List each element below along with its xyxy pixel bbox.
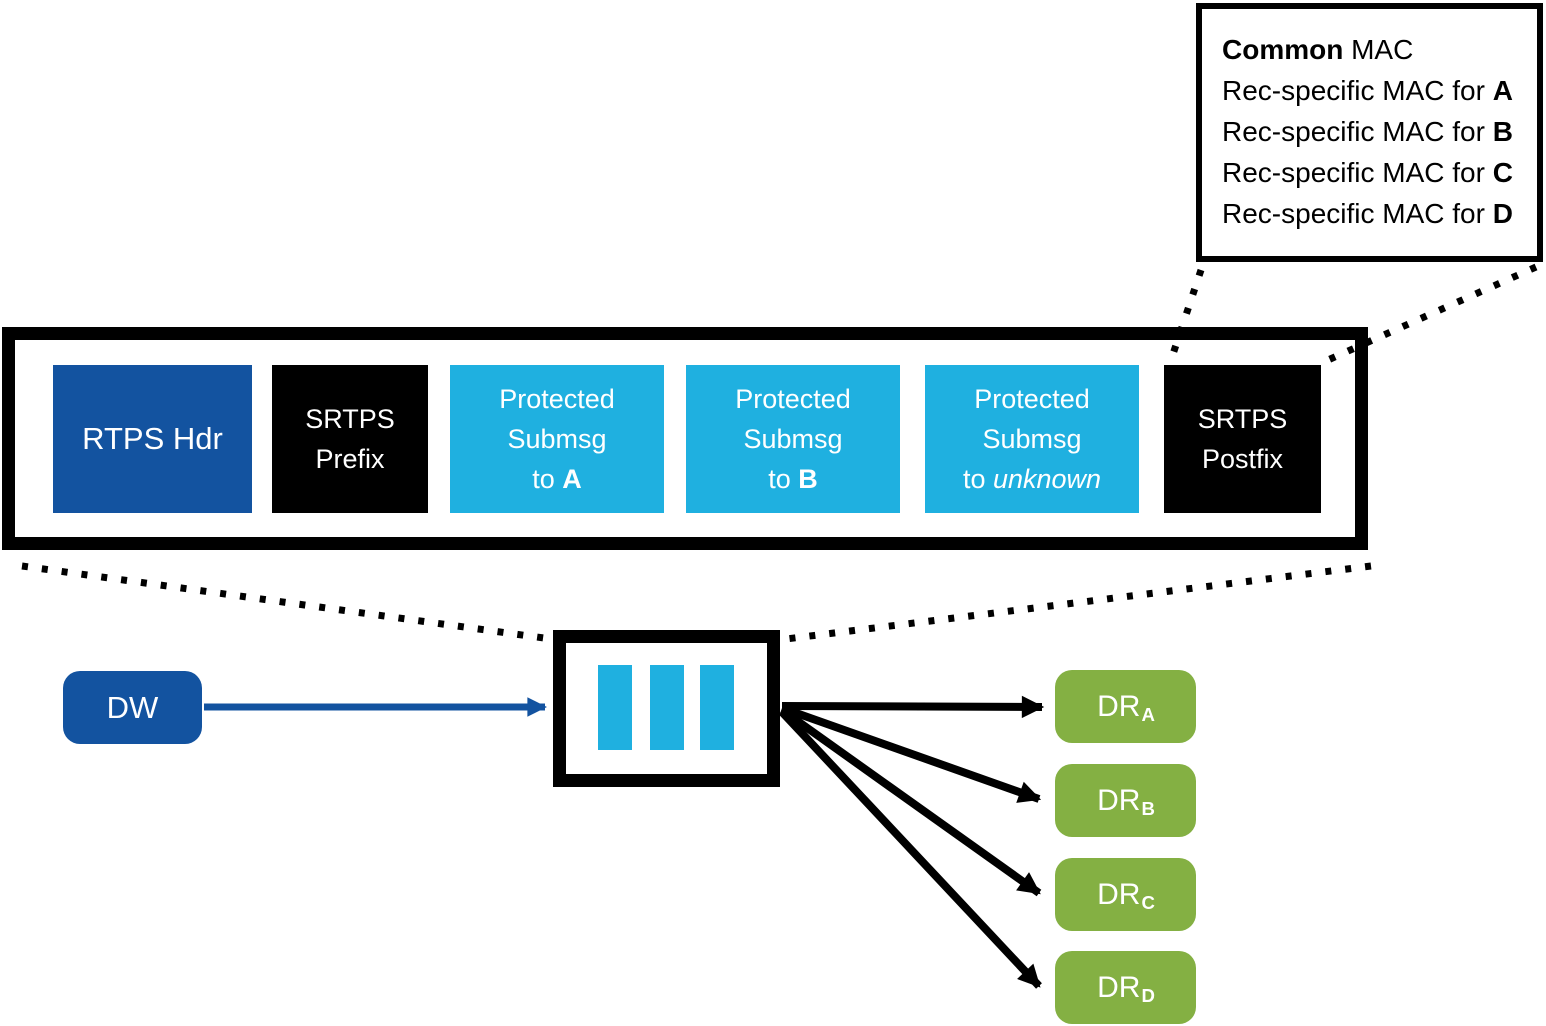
packet-box-rtps-hdr: RTPS Hdr	[53, 365, 252, 513]
protected-b-line2: Submsg	[743, 424, 843, 454]
srtps-postfix-line1: SRTPS	[1197, 404, 1288, 434]
srtps-postfix-line2: Postfix	[1201, 444, 1284, 474]
wire-message-box	[553, 630, 780, 787]
callout-item-b: Rec-specific MAC for B	[1222, 116, 1513, 147]
callout-item-c: Rec-specific MAC for C	[1222, 157, 1513, 188]
connector-message-to-dr-c-arrow	[779, 706, 1042, 897]
protected-a-line1: Protected	[499, 384, 615, 414]
callout-title-line: Common MAC	[1222, 29, 1531, 70]
dr-d-label: DRD	[1097, 970, 1155, 1007]
submsg-bar-icon	[650, 665, 684, 750]
protected-unknown-line2: Submsg	[982, 424, 1082, 454]
callout-item-a: Rec-specific MAC for A	[1222, 75, 1513, 106]
protected-b-to: to	[768, 464, 799, 494]
dotted-connector-frame-right	[785, 562, 1372, 643]
connector-message-to-dr-b-arrow	[780, 704, 1042, 803]
protected-unknown-line1: Protected	[974, 384, 1090, 414]
data-reader-a-box: DRA	[1055, 670, 1196, 743]
data-reader-c-box: DRC	[1055, 858, 1196, 931]
protected-a-line2: Submsg	[507, 424, 607, 454]
connector-message-to-dr-d-arrow	[779, 709, 1042, 989]
dotted-connector-frame-left	[21, 562, 552, 643]
data-reader-d-box: DRD	[1055, 951, 1196, 1024]
protected-unknown-to: to	[962, 464, 993, 494]
data-writer-box: DW	[63, 671, 202, 744]
packet-box-srtps-postfix: SRTPS Postfix	[1164, 365, 1321, 513]
connector-message-to-dr-a-arrow	[781, 695, 1045, 719]
callout-title-rest: MAC	[1343, 34, 1414, 65]
dotted-connector-callout-right	[1326, 263, 1538, 364]
packet-box-protected-submsg-unknown: Protected Submsg to unknown	[925, 365, 1139, 513]
srtps-prefix-line1: SRTPS	[305, 404, 395, 434]
mac-annotation-callout: Common MAC Rec-specific MAC for A Rec-sp…	[1196, 3, 1543, 262]
data-reader-b-box: DRB	[1055, 764, 1196, 837]
protected-a-recipient: A	[562, 464, 582, 494]
dr-a-label: DRA	[1097, 689, 1155, 726]
dr-b-label: DRB	[1097, 783, 1155, 820]
dw-label: DW	[106, 689, 159, 725]
submessage-bars-icon	[566, 643, 767, 774]
submsg-bar-icon	[700, 665, 734, 750]
callout-title-bold: Common	[1222, 34, 1344, 65]
dotted-connector-callout-left	[1168, 268, 1205, 359]
packet-box-protected-submsg-b: Protected Submsg to B	[686, 365, 900, 513]
protected-a-to: to	[532, 464, 563, 494]
dr-c-label: DRC	[1097, 877, 1155, 914]
packet-box-protected-submsg-a: Protected Submsg to A	[450, 365, 664, 513]
packet-box-srtps-prefix: SRTPS Prefix	[272, 365, 428, 513]
protected-unknown-recipient: unknown	[992, 464, 1102, 494]
rtps-hdr-label: RTPS Hdr	[82, 421, 223, 456]
srtps-prefix-line2: Prefix	[315, 444, 385, 474]
callout-item-d: Rec-specific MAC for D	[1222, 198, 1513, 229]
protected-b-line1: Protected	[735, 384, 851, 414]
protected-b-recipient: B	[798, 464, 818, 494]
submsg-bar-icon	[598, 665, 632, 750]
